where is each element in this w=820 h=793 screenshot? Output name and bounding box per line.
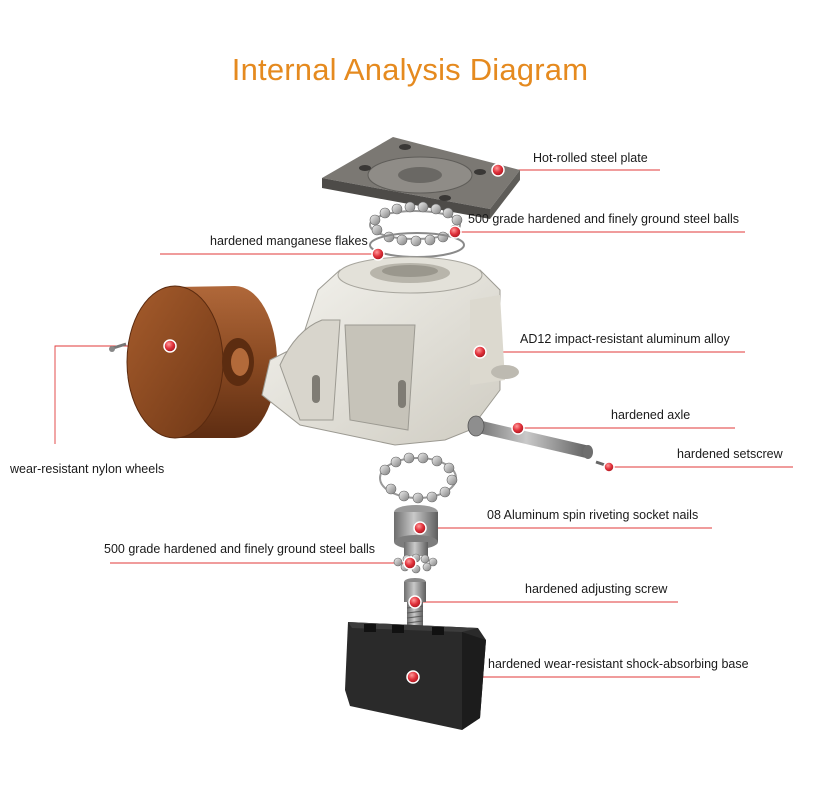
leader-lines — [54, 169, 793, 678]
marker-aluminum-alloy — [473, 345, 487, 359]
label-steel-balls-bottom: 500 grade hardened and finely ground ste… — [104, 542, 376, 556]
label-base: hardened wear-resistant shock-absorbing … — [488, 657, 749, 671]
label-adjusting-screw: hardened adjusting screw — [525, 582, 668, 596]
label-steel-balls-top: 500 grade hardened and finely ground ste… — [468, 212, 740, 226]
label-socket-nails: 08 Aluminum spin riveting socket nails — [487, 508, 699, 522]
axle-part — [467, 415, 593, 459]
label-aluminum-alloy: AD12 impact-resistant aluminum alloy — [520, 332, 730, 346]
socket-nail-part — [394, 505, 438, 556]
nylon-wheel-part — [126, 285, 277, 439]
marker-socket-nails — [413, 521, 427, 535]
callout-markers — [163, 163, 615, 684]
label-setscrew: hardened setscrew — [677, 447, 783, 461]
label-nylon-wheels: wear-resistant nylon wheels — [10, 462, 165, 476]
steel-balls-top-part — [369, 201, 463, 247]
marker-steel-balls-bottom — [403, 556, 417, 570]
label-axle: hardened axle — [611, 408, 691, 422]
label-steel-plate: Hot-rolled steel plate — [533, 151, 648, 165]
marker-steel-balls-top — [448, 225, 462, 239]
marker-steel-plate — [491, 163, 505, 177]
aluminum-housing-part — [261, 256, 519, 446]
wheel-screw-part — [109, 342, 127, 352]
label-manganese-flakes: hardened manganese flakes — [210, 234, 368, 248]
steel-balls-lower-ring — [379, 452, 458, 504]
marker-adjusting-screw — [408, 595, 422, 609]
marker-setscrew — [603, 461, 615, 473]
diagram-title: Internal Analysis Diagram — [231, 52, 589, 87]
marker-manganese-flakes — [371, 247, 385, 261]
marker-base — [406, 670, 420, 684]
marker-axle — [511, 421, 525, 435]
marker-nylon-wheels — [163, 339, 177, 353]
